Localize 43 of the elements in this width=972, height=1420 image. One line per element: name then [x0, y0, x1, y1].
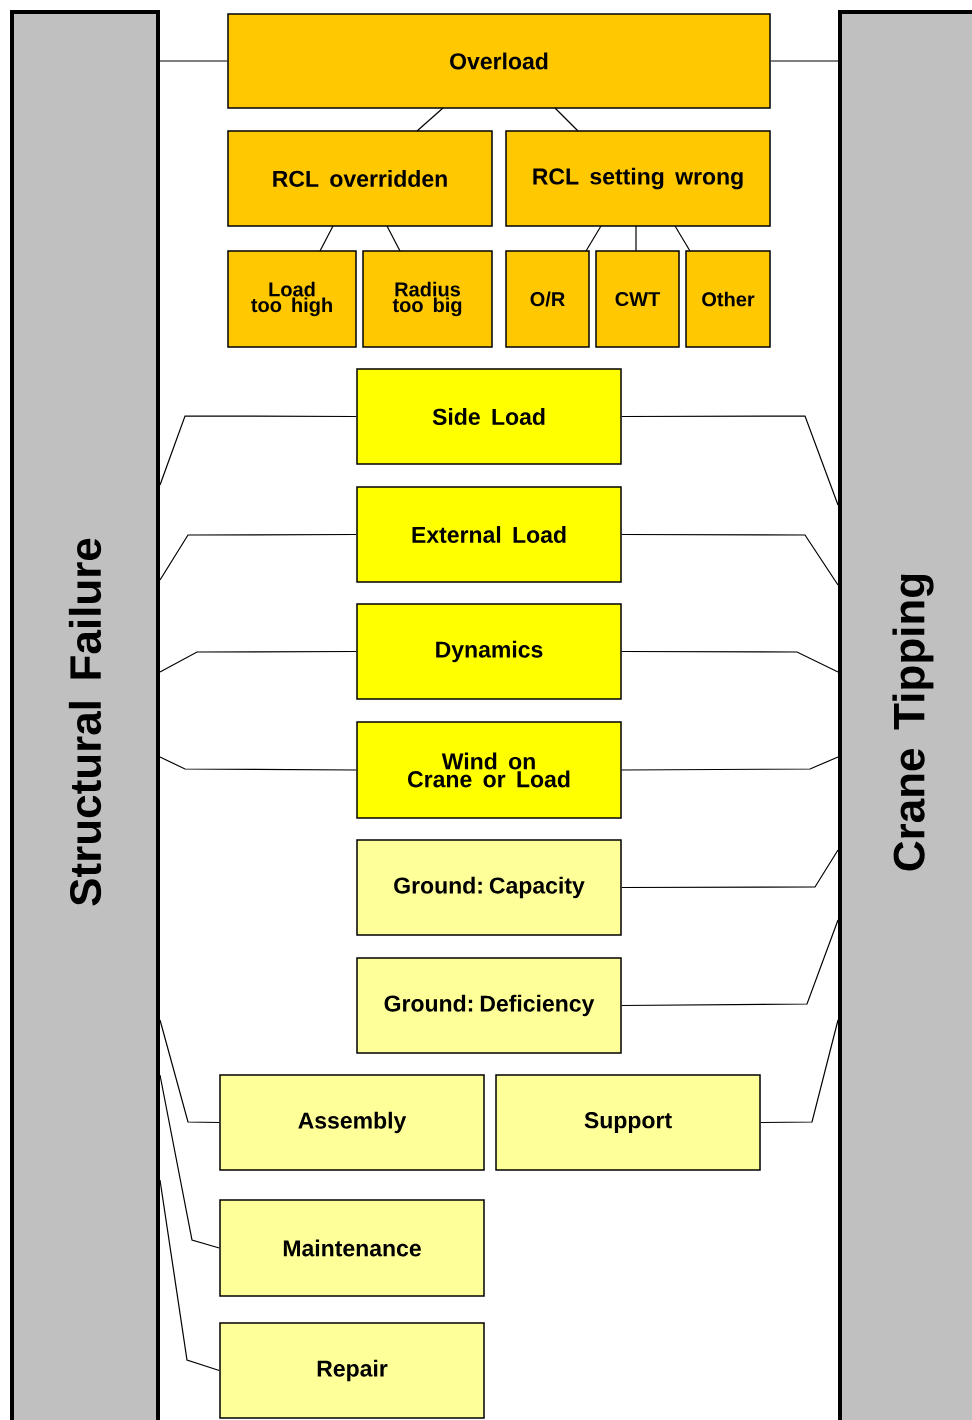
connector-line: [159, 1019, 220, 1124]
cause-box: Repair: [219, 1322, 485, 1419]
connector-line: [416, 107, 444, 132]
connector-line: [621, 533, 839, 586]
cause-box: Maintenance: [219, 1199, 485, 1297]
connector-line: [159, 1179, 220, 1372]
connector-line: [770, 60, 839, 62]
connector-line: [585, 225, 602, 252]
cause-box: O/R: [505, 250, 590, 348]
cause-box: Radius too big: [362, 250, 493, 348]
connector-line: [621, 415, 839, 506]
cause-box: Ground: Deficiency: [356, 957, 622, 1054]
cause-box: Side Load: [356, 368, 622, 465]
connector-line: [159, 756, 357, 771]
connector-line: [159, 60, 228, 62]
connector-line: [674, 225, 691, 252]
cause-box: Load too high: [227, 250, 357, 348]
cause-box: Ground: Capacity: [356, 839, 622, 936]
connector-line: [159, 415, 357, 486]
cause-box: External Load: [356, 486, 622, 583]
connector-line: [159, 533, 357, 581]
connector-line: [159, 650, 357, 673]
connector-line: [621, 756, 839, 771]
cause-box: Other: [685, 250, 771, 348]
connector-line: [554, 107, 579, 132]
connector-line: [621, 919, 839, 1007]
cause-box: CWT: [595, 250, 680, 348]
cause-box: Dynamics: [356, 603, 622, 700]
connector-line: [319, 225, 334, 252]
connector-line: [386, 225, 401, 252]
cause-box: Support: [495, 1074, 761, 1171]
cause-box: Overload: [227, 13, 771, 109]
connector-line: [621, 650, 839, 673]
connector-line: [760, 1019, 839, 1124]
failure-mode-bar: Crane Tipping: [838, 10, 972, 1420]
cause-box: RCL setting wrong: [505, 130, 771, 227]
connector-line: [621, 849, 839, 889]
cause-box: Assembly: [219, 1074, 485, 1171]
failure-mode-bar: Structural Failure: [10, 10, 160, 1420]
connector-line: [159, 1074, 220, 1249]
connector-line: [635, 225, 637, 252]
cause-box: Wind on Crane or Load: [356, 721, 622, 819]
cause-box: RCL overridden: [227, 130, 493, 227]
